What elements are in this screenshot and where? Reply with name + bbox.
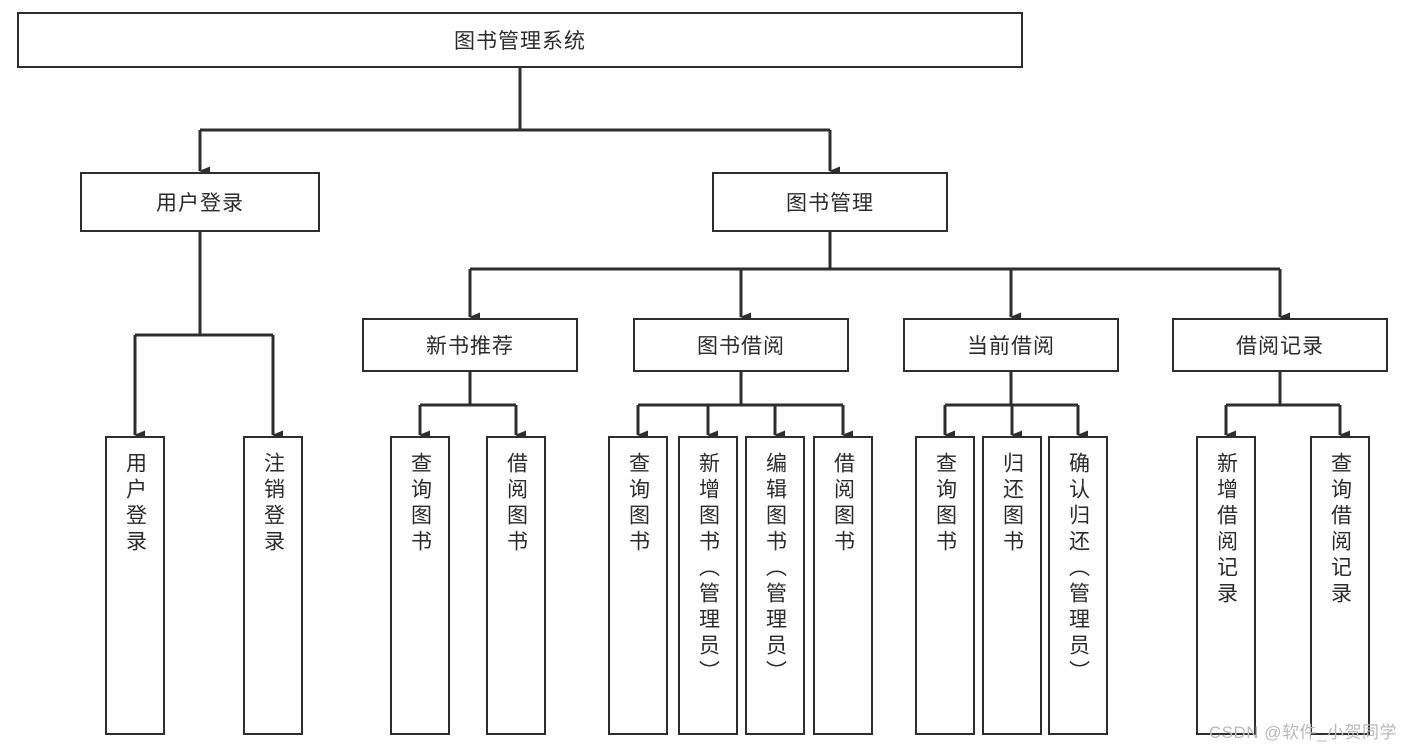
node-label: 新增借阅记录: [1214, 452, 1238, 608]
node-new-book-rec[interactable]: 新书推荐: [362, 318, 578, 372]
node-label: 注销登录: [261, 452, 285, 556]
node-label: 借阅图书: [831, 452, 855, 556]
node-leaf-add-book[interactable]: 新增图书（管理员）: [678, 436, 738, 735]
node-label: 用户登录: [123, 452, 147, 556]
node-label: 查询图书: [933, 452, 957, 556]
node-book-borrow[interactable]: 图书借阅: [633, 318, 849, 372]
node-leaf-add-record[interactable]: 新增借阅记录: [1196, 436, 1256, 735]
node-root[interactable]: 图书管理系统: [17, 12, 1023, 68]
node-leaf-query-book-3[interactable]: 查询图书: [915, 436, 975, 735]
node-leaf-query-book-2[interactable]: 查询图书: [608, 436, 668, 735]
node-label: 确认归还（管理员）: [1066, 452, 1090, 686]
node-label: 借阅记录: [1236, 335, 1324, 358]
node-label: 新增图书（管理员）: [696, 452, 720, 686]
node-leaf-query-book-1[interactable]: 查询图书: [390, 436, 450, 735]
node-label: 用户登录: [156, 192, 244, 215]
node-leaf-query-record[interactable]: 查询借阅记录: [1310, 436, 1370, 735]
node-user-login[interactable]: 用户登录: [80, 172, 320, 232]
node-leaf-borrow-book-1[interactable]: 借阅图书: [486, 436, 546, 735]
node-borrow-record[interactable]: 借阅记录: [1172, 318, 1388, 372]
node-label: 查询图书: [408, 452, 432, 556]
node-label: 查询借阅记录: [1328, 452, 1352, 608]
node-label: 编辑图书（管理员）: [763, 452, 787, 686]
node-label: 图书借阅: [697, 335, 785, 358]
node-book-manage[interactable]: 图书管理: [712, 172, 948, 232]
node-label: 图书管理: [786, 192, 874, 215]
node-label: 图书管理系统: [454, 30, 586, 53]
node-label: 新书推荐: [426, 335, 514, 358]
node-current-borrow[interactable]: 当前借阅: [903, 318, 1119, 372]
node-leaf-user-login[interactable]: 用户登录: [105, 436, 165, 735]
node-label: 归还图书: [1000, 452, 1024, 556]
node-leaf-return-book[interactable]: 归还图书: [982, 436, 1042, 735]
node-label: 查询图书: [626, 452, 650, 556]
node-leaf-user-logout[interactable]: 注销登录: [243, 436, 303, 735]
node-leaf-confirm-return[interactable]: 确认归还（管理员）: [1048, 436, 1108, 735]
node-label: 借阅图书: [504, 452, 528, 556]
node-leaf-borrow-book-2[interactable]: 借阅图书: [813, 436, 873, 735]
node-label: 当前借阅: [967, 335, 1055, 358]
node-leaf-edit-book[interactable]: 编辑图书（管理员）: [745, 436, 805, 735]
watermark-label: CSDN @软件_小贺同学: [1208, 723, 1397, 742]
